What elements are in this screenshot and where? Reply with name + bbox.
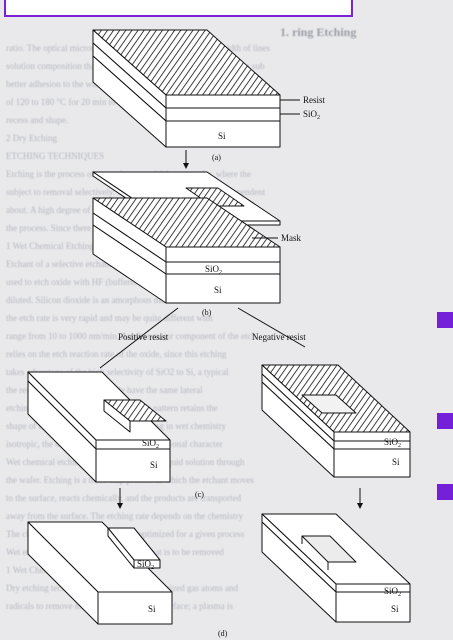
marker-square (437, 312, 453, 328)
step-d-positive (27, 521, 173, 625)
label-si: Si (218, 131, 226, 141)
step-c-positive (27, 371, 171, 483)
background-text-line: diluted. Silicon dioxide is an amorphous… (6, 295, 233, 305)
caption-d: (d) (218, 629, 228, 638)
caption-a: (a) (212, 153, 221, 162)
label-si: Si (148, 604, 156, 614)
branch-line-left (99, 307, 179, 369)
label-positive-resist: Positive resist (118, 332, 169, 342)
step-d-negative (261, 513, 411, 623)
background-text-line: relies on the etch reaction rate of the … (6, 349, 227, 359)
background-text-line: takes advantage of the high selectivity … (6, 367, 229, 377)
label-sio2: SiO2 (137, 559, 154, 571)
label-si: Si (392, 457, 400, 467)
caption-c: (c) (195, 490, 204, 499)
background-text-line: used to etch oxide with HF (buffered) an… (6, 277, 247, 287)
label-si: Si (150, 460, 158, 470)
background-text-line: 2 Dry Etching (6, 133, 57, 143)
label-sio2: SiO2 (384, 437, 401, 449)
highlight-box (4, 0, 353, 17)
label-sio2: SiO2 (384, 586, 401, 598)
marker-square (437, 484, 453, 500)
background-heading: 1. ring Etching (280, 25, 357, 39)
background-text-line: 1 Wet Chemical Etching (6, 241, 94, 251)
label-mask: Mask (281, 233, 301, 243)
branch-line-right (237, 307, 306, 348)
label-si: Si (391, 604, 399, 614)
step-a-wafer (92, 29, 300, 148)
background-text-line: recess and shape. (6, 115, 69, 125)
background-text-line: the etch rate is very rapid and may be q… (6, 313, 213, 323)
background-text-line: away from the surface. The etching rate … (6, 511, 243, 521)
label-sio2: SiO2 (303, 109, 320, 121)
caption-b: (b) (202, 308, 212, 317)
label-si: Si (214, 285, 222, 295)
label-negative-resist: Negative resist (252, 332, 306, 342)
label-resist: Resist (303, 95, 326, 105)
label-sio2: SiO2 (142, 438, 159, 450)
step-c-negative (261, 364, 411, 478)
background-text-line: to the surface, reacts chemically, and t… (6, 493, 242, 503)
step-b-mask (92, 171, 281, 304)
marker-square (437, 413, 453, 429)
background-text-line: ETCHING TECHNIQUES (6, 151, 105, 161)
background-text-line: range from 10 to 1000 nm/min. Another ma… (6, 331, 256, 341)
label-sio2: SiO2 (205, 264, 222, 276)
